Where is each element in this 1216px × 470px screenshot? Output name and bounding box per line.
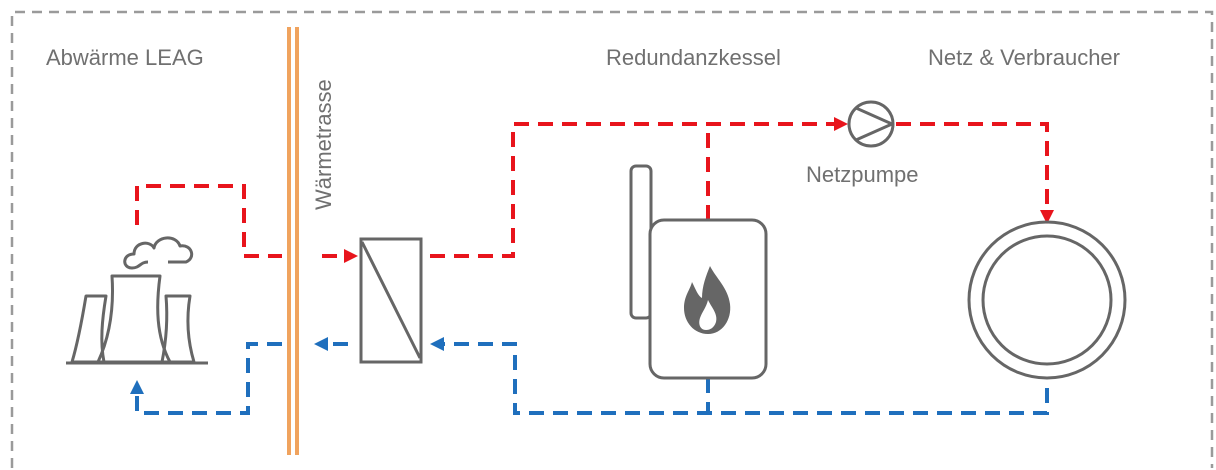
- return-arrow-plant: [130, 380, 144, 394]
- supply-arrow-consumer: [1040, 210, 1054, 224]
- waermetrasse-pipe: [287, 27, 299, 455]
- diagram-frame: [10, 10, 1214, 468]
- boiler-chimney: [629, 164, 653, 320]
- supply-lines: [135, 122, 1049, 258]
- supply-line-plant: [135, 184, 282, 258]
- label-pumpe: Netzpumpe: [806, 162, 919, 187]
- supply-arrow-pump: [834, 117, 848, 131]
- consumer-ring-icon: [967, 220, 1127, 380]
- boiler-flame-icon: [629, 164, 768, 380]
- label-netz: Netz & Verbraucher: [928, 45, 1120, 70]
- return-arrow-exchanger: [430, 337, 444, 351]
- flame-icon: [684, 266, 731, 334]
- supply-line-to-pump: [430, 122, 836, 258]
- label-kessel: Redundanzkessel: [606, 45, 781, 70]
- return-arrows: [130, 337, 444, 394]
- return-line-plant: [135, 342, 282, 415]
- supply-arrow-exchanger: [344, 249, 358, 263]
- heat-exchanger-icon: [359, 237, 423, 364]
- pump-icon[interactable]: [847, 100, 895, 148]
- return-arrow-trasse: [314, 337, 328, 351]
- return-lines: [135, 342, 1049, 415]
- label-trasse: Wärmetrasse: [311, 79, 336, 210]
- supply-line-to-consumer: [896, 122, 1049, 212]
- cooling-tower-icon: [66, 236, 208, 365]
- supply-arrows: [344, 117, 1054, 263]
- return-line-network: [440, 342, 1049, 415]
- label-abwaerme: Abwärme LEAG: [46, 45, 204, 70]
